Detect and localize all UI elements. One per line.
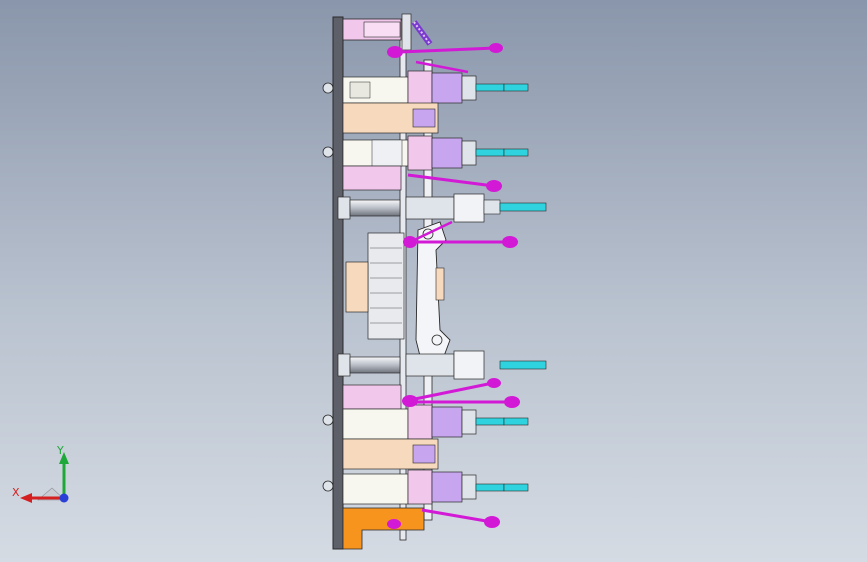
y-axis-label: Y — [56, 444, 64, 457]
bolt-1 — [322, 82, 334, 94]
locating-hole-lower — [431, 334, 443, 346]
bolt-2 — [322, 146, 334, 158]
top-pink-block-inner — [363, 21, 401, 38]
clamp-unit-3[interactable] — [342, 384, 529, 470]
bolt-4 — [322, 480, 334, 492]
clamp-unit-2[interactable] — [342, 135, 529, 191]
x-axis-label: X — [12, 486, 20, 499]
bolt-3 — [322, 414, 334, 426]
toggle-handle-5[interactable] — [387, 508, 500, 529]
bottom-orange-block — [342, 507, 425, 550]
x-axis-arrow — [20, 493, 32, 503]
middle-guide-block — [345, 232, 405, 340]
toggle-handle-1[interactable] — [387, 43, 503, 74]
toggle-handle-4[interactable] — [402, 378, 520, 408]
upper-cylinder[interactable] — [337, 193, 547, 223]
clamp-unit-1[interactable] — [342, 70, 529, 134]
lower-cylinder[interactable] — [337, 350, 547, 380]
clamp-unit-4[interactable] — [342, 469, 529, 505]
locating-hole-upper — [422, 228, 434, 240]
coordinate-triad-icon: Y X — [12, 444, 69, 503]
top-spring — [401, 13, 433, 51]
workpiece-tab — [435, 267, 445, 301]
toggle-handle-3[interactable] — [403, 220, 518, 248]
base-plate — [332, 16, 344, 550]
z-axis-dot — [59, 493, 69, 503]
workpiece-part — [415, 221, 451, 357]
toggle-handle-2[interactable] — [407, 173, 502, 192]
y-axis-arrow — [59, 452, 69, 464]
